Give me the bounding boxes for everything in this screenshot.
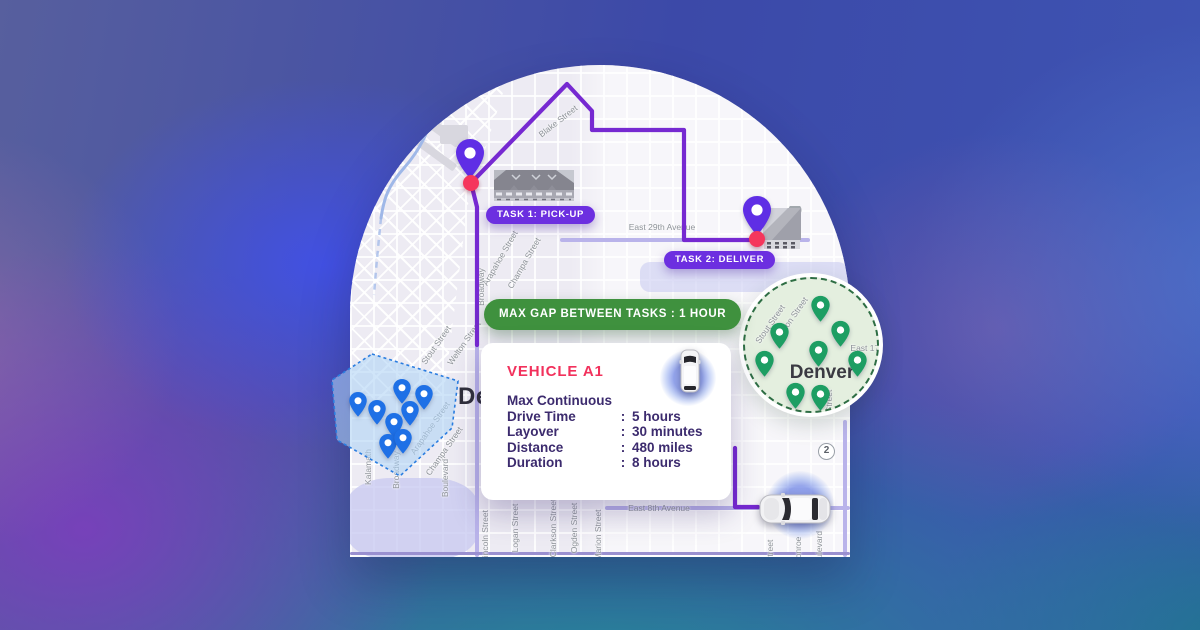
street-label: East 17t xyxy=(850,343,879,353)
green-pin-icon[interactable] xyxy=(808,340,829,368)
row-value: 480 miles xyxy=(632,439,693,455)
street-label: Monroe xyxy=(793,536,803,557)
street-label: Lincoln Street xyxy=(480,510,490,557)
blue-pin-icon[interactable] xyxy=(400,400,420,427)
service-area-label: Denver xyxy=(789,362,855,383)
road-bottom xyxy=(350,552,850,555)
row-value: 5 hours xyxy=(632,408,681,424)
blue-pin-icon[interactable] xyxy=(348,391,368,418)
street-label: East 8th Avenue xyxy=(628,503,690,513)
blue-pin-icon[interactable] xyxy=(367,399,387,426)
blue-pin-icon[interactable] xyxy=(392,378,412,405)
row-label: Distance xyxy=(507,439,564,455)
vehicle-car-marker[interactable] xyxy=(757,492,833,526)
row-separator: : xyxy=(620,424,626,439)
card-row-layover: Layover : 30 minutes xyxy=(507,424,717,440)
road-right-boulevard xyxy=(843,420,847,557)
deliver-pin-icon[interactable] xyxy=(741,193,773,239)
pickup-pin-icon[interactable] xyxy=(454,136,486,182)
service-area-circle[interactable]: Stout Street Welton Street East 17t Stre… xyxy=(739,273,883,417)
warehouse-building xyxy=(494,170,574,201)
river xyxy=(372,96,440,296)
row-separator: : xyxy=(620,408,626,424)
vehicle-van-marker[interactable] xyxy=(679,348,701,394)
industrial-block xyxy=(440,125,468,144)
max-gap-badge: MAX GAP BETWEEN TASKS : 1 HOUR xyxy=(484,299,742,330)
pickup-stop-dot xyxy=(463,175,479,191)
route-2-shield: 2 xyxy=(818,443,835,460)
row-value: 30 minutes xyxy=(632,424,703,439)
street-label: Clarkson Street xyxy=(548,498,558,557)
deliver-stop-dot xyxy=(749,231,765,247)
card-row-drive-time: Max Continuous Drive Time : 5 hours xyxy=(507,393,717,424)
street-label: Street xyxy=(765,539,775,557)
blue-pin-icon[interactable] xyxy=(414,384,434,411)
row-label: Max Continuous Drive Time xyxy=(507,393,612,424)
vehicle-card-title: VEHICLE A1 xyxy=(507,363,604,380)
green-pin-icon[interactable] xyxy=(830,320,851,348)
vehicle-card-rows: Max Continuous Drive Time : 5 hours Layo… xyxy=(507,393,717,471)
road-east-8th xyxy=(605,506,850,510)
task1-badge: TASK 1: PICK-UP xyxy=(486,206,595,224)
row-separator: : xyxy=(620,439,626,455)
green-pin-icon[interactable] xyxy=(810,384,831,411)
green-pin-icon[interactable] xyxy=(785,382,806,410)
service-area-fill: Stout Street Welton Street East 17t Stre… xyxy=(743,277,879,413)
task2-badge: TASK 2: DELIVER xyxy=(664,251,776,269)
street-label: Marion Street xyxy=(593,509,603,557)
blue-pin-icon[interactable] xyxy=(378,433,398,460)
water-patch xyxy=(350,478,478,557)
green-pin-icon[interactable] xyxy=(754,350,775,378)
row-label: Layover xyxy=(507,424,559,439)
green-pin-icon[interactable] xyxy=(769,322,790,350)
green-pin-icon[interactable] xyxy=(810,295,831,323)
row-value: 8 hours xyxy=(632,455,681,470)
blue-pin-icon[interactable] xyxy=(393,428,413,455)
pickup-zone-polygon[interactable] xyxy=(330,350,462,480)
row-separator: : xyxy=(620,455,626,470)
card-row-duration: Duration : 8 hours xyxy=(507,455,717,471)
street-label: Logan Street xyxy=(510,503,520,553)
row-label: Duration xyxy=(507,455,563,470)
card-row-distance: Distance : 480 miles xyxy=(507,440,717,456)
street-label: Broadway xyxy=(476,268,486,306)
street-label: Ogden Street xyxy=(569,502,579,554)
road-broadway xyxy=(475,333,479,557)
street-label: East 29th Avenue xyxy=(628,222,696,232)
green-pin-icon[interactable] xyxy=(847,350,868,378)
